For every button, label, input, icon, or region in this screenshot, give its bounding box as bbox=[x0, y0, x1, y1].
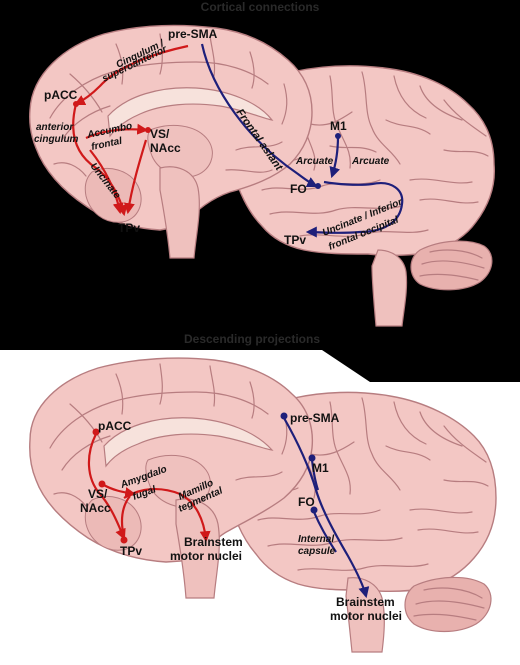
blue-nodes-bottom bbox=[280, 412, 318, 514]
bottom-panel: Descending projections bbox=[29, 332, 497, 653]
label-pre-sma-bottom: pre-SMA bbox=[290, 411, 340, 425]
label-arcuate-left: Arcuate bbox=[295, 156, 334, 167]
label-pacc-top: pACC bbox=[44, 88, 78, 102]
label-pre-sma-top: pre-SMA bbox=[168, 27, 218, 41]
label-nacc-top: NAcc bbox=[150, 141, 181, 155]
label-tpv-top-left: TPv bbox=[118, 221, 140, 235]
label-fo-top: FO bbox=[290, 182, 307, 196]
blue-tracts-bottom bbox=[283, 417, 370, 599]
label-arcuate-right: Arcuate bbox=[351, 156, 390, 167]
label-anterior-cingulum-2: cingulum bbox=[34, 134, 79, 145]
label-brainstem-left-1: Brainstem bbox=[184, 535, 243, 549]
bottom-panel-title: Descending projections bbox=[184, 332, 320, 346]
red-tracts-top bbox=[72, 44, 189, 217]
medial-brain-bottom bbox=[29, 357, 314, 599]
label-internal-capsule-2: capsule bbox=[298, 546, 336, 557]
label-pacc-bottom: pACC bbox=[98, 419, 132, 433]
label-m1-top: M1 bbox=[330, 119, 347, 133]
label-tpv-bottom: TPv bbox=[120, 544, 142, 558]
red-nodes-bottom bbox=[92, 428, 128, 544]
label-brainstem-left-2: motor nuclei bbox=[170, 549, 242, 563]
label-nacc-bottom: NAcc bbox=[80, 501, 111, 515]
label-vs-bottom: VS/ bbox=[88, 487, 108, 501]
blue-tracts-top bbox=[200, 43, 404, 238]
label-tpv-top-right: TPv bbox=[284, 233, 306, 247]
label-brainstem-right-1: Brainstem bbox=[336, 595, 395, 609]
red-nodes-top bbox=[73, 101, 151, 133]
label-fo-bottom: FO bbox=[298, 495, 315, 509]
top-panel: Cortical connections bbox=[29, 0, 495, 327]
label-internal-capsule-1: Internal bbox=[298, 534, 334, 545]
label-vs-top: VS/ bbox=[150, 127, 170, 141]
label-anterior-cingulum-1: anterior bbox=[36, 122, 74, 133]
label-brainstem-right-2: motor nuclei bbox=[330, 609, 402, 623]
blue-nodes-top bbox=[315, 133, 341, 189]
label-m1-bottom: M1 bbox=[312, 461, 329, 475]
top-panel-title: Cortical connections bbox=[201, 0, 320, 14]
